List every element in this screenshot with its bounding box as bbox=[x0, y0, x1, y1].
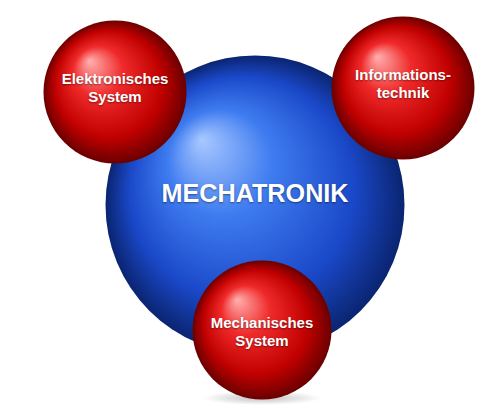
sphere-text: MECHATRONIK bbox=[115, 178, 395, 208]
discipline-label: Elektronisches System bbox=[54, 70, 176, 106]
red-sphere: Informations- technik bbox=[331, 16, 475, 160]
sphere-text: Informations- technik bbox=[351, 66, 455, 102]
sphere-body bbox=[193, 261, 332, 400]
red-sphere: Mechanisches System bbox=[192, 260, 332, 400]
sphere-text: Elektronisches System bbox=[54, 70, 176, 106]
sphere-text: Mechanisches System bbox=[203, 314, 321, 350]
discipline-label: Informations- technik bbox=[351, 66, 455, 102]
center-title: MECHATRONIK bbox=[115, 178, 395, 208]
discipline-label: Mechanisches System bbox=[203, 314, 321, 350]
sphere-body bbox=[332, 17, 475, 160]
sphere-body bbox=[44, 21, 187, 164]
red-sphere: Elektronisches System bbox=[43, 20, 187, 164]
